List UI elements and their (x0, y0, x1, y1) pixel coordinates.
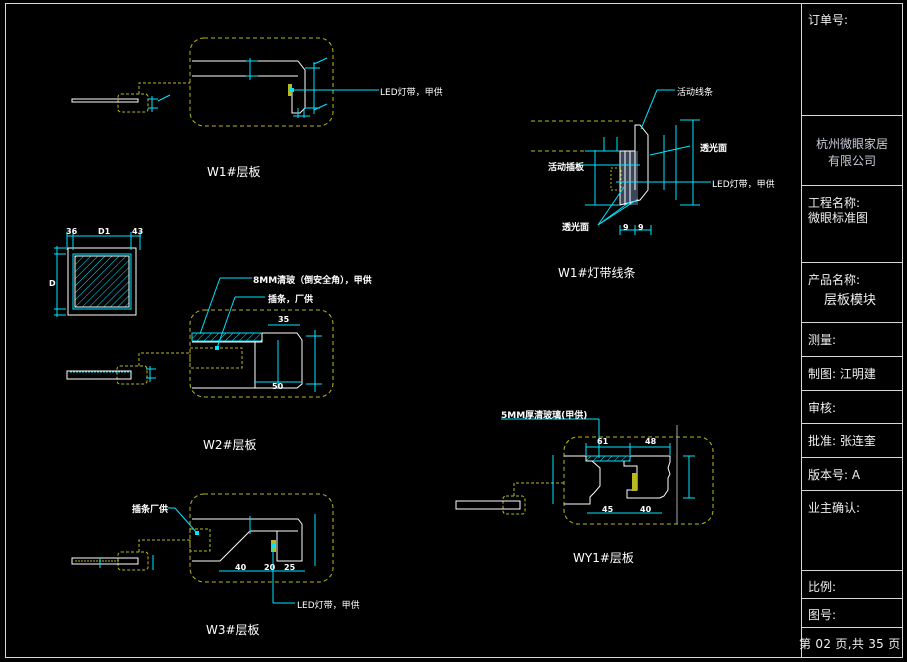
tb-product: 产品名称: 层板模块 (802, 263, 902, 323)
dim-label: 50 (272, 382, 284, 391)
scale-label: 比例: (808, 580, 837, 594)
note-wy1-glass: 5MM厚清玻璃(甲供) (501, 411, 588, 421)
dim-label: 48 (645, 437, 657, 446)
project-label: 工程名称: (808, 196, 861, 210)
dim-label: 9 (623, 223, 629, 232)
w1-board-thumb (71, 98, 139, 103)
note-strip-led: LED灯带，甲供 (712, 180, 775, 190)
dim-label: D1 (98, 227, 111, 236)
dim-label: 45 (602, 505, 614, 514)
caption-wy1: WY1#层板 (573, 551, 634, 565)
tb-approve: 批准: 张连奎 (802, 424, 902, 458)
note-w2-insert: 插条，厂供 (268, 295, 314, 305)
dim-label: 20 (264, 563, 276, 572)
tb-drawing-no: 图号: (802, 599, 902, 628)
note-w3-led: LED灯带，甲供 (297, 601, 360, 611)
owner-confirm-label: 业主确认: (808, 501, 861, 515)
note-strip-insert: 活动插板 (548, 163, 585, 173)
drawing-no-label: 图号: (808, 608, 837, 622)
dim-label: 9 (638, 223, 644, 232)
survey-label: 测量: (808, 333, 837, 347)
caption-w3: W3#层板 (206, 623, 260, 637)
dim-label: 61 (597, 437, 609, 446)
w1-zoom-outline (189, 37, 334, 127)
project-value: 微眼标准图 (808, 211, 869, 225)
product-label: 产品名称: (808, 273, 861, 287)
drawing-frame (5, 3, 903, 658)
approved-by: 批准: 张连奎 (808, 434, 876, 448)
note-w2-glass: 8MM清玻（倒安全角），甲供 (253, 276, 372, 286)
note-w3-insert: 插条厂供 (132, 505, 169, 515)
version-label: 版本号: A (808, 468, 861, 482)
tb-owner-confirm: 业主确认: (802, 491, 902, 571)
tb-page: 第 02 页,共 35 页 (799, 628, 902, 657)
dim-label: D (49, 279, 56, 288)
tb-review: 审核: (802, 391, 902, 424)
w1-leader-dashed (138, 82, 190, 94)
detail-w2 (66, 277, 334, 398)
detail-w1-strip (531, 89, 711, 235)
caption-w1-strip: W1#灯带线条 (558, 266, 636, 280)
dim-label: 35 (278, 315, 290, 324)
tb-project: 工程名称: 微眼标准图 (802, 186, 902, 263)
tb-survey: 测量: (802, 323, 902, 357)
note-strip-light-face: 透光面 (700, 144, 728, 154)
tb-version: 版本号: A (802, 458, 902, 491)
dim-label: 43 (132, 227, 144, 236)
product-value: 层板模块 (824, 293, 877, 308)
caption-w2: W2#层板 (203, 438, 257, 452)
note-w1-led: LED灯带，甲供 (380, 88, 443, 98)
detail-w3 (71, 493, 334, 604)
note-strip-movable: 活动线条 (677, 88, 714, 98)
drawn-by: 制图: 江明建 (808, 367, 876, 381)
dim-label: 40 (640, 505, 652, 514)
detail-w2-section (54, 232, 141, 317)
title-block: 订单号: 杭州微眼家居 有限公司 工程名称: 微眼标准图 产品名称: 层板模块 … (799, 3, 902, 657)
review-label: 审核: (808, 401, 837, 415)
dim-label: 40 (235, 563, 247, 572)
detail-w1 (71, 37, 379, 127)
note-strip-light-face-2: 透光面 (562, 223, 590, 233)
tb-scale: 比例: (802, 571, 902, 599)
detail-wy1 (455, 418, 714, 525)
caption-w1: W1#层板 (207, 165, 261, 179)
company-name: 杭州微眼家居 有限公司 (815, 137, 888, 168)
dim-label: 36 (66, 227, 78, 236)
dim-label: 25 (284, 563, 296, 572)
order-no-label: 订单号: (808, 13, 849, 27)
w1-small-outline (117, 93, 149, 113)
tb-drawn: 制图: 江明建 (802, 357, 902, 391)
tb-order-no: 订单号: (802, 3, 902, 116)
page-indicator: 第 02 页,共 35 页 (799, 637, 901, 651)
tb-company: 杭州微眼家居 有限公司 (802, 116, 902, 186)
